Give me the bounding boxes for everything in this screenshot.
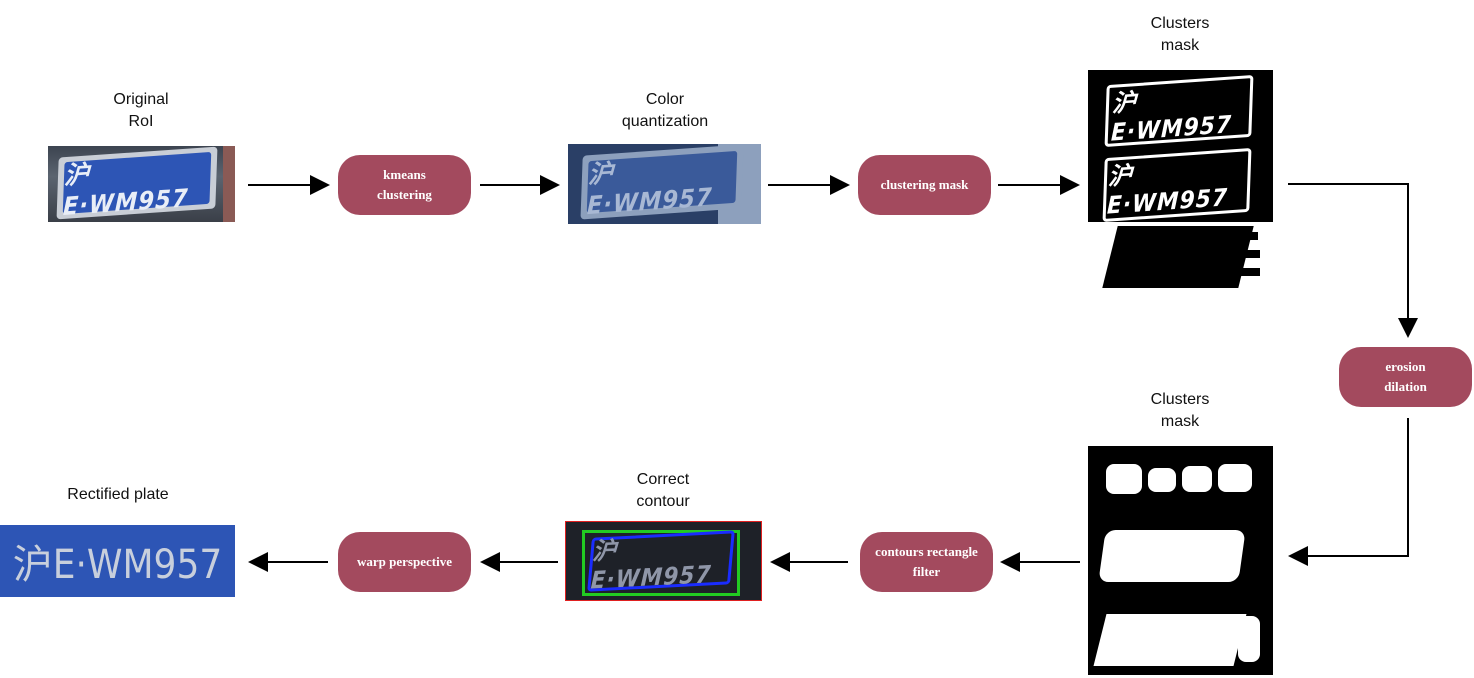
- clusters-mask-top-image: 沪E·WM957 沪E·WM957: [1088, 70, 1273, 299]
- label-color-quantization: Color quantization: [621, 91, 709, 130]
- kmeans-clustering-step: kmeans clustering: [338, 155, 471, 215]
- correct-contour-image: 沪E·WM957: [565, 521, 762, 601]
- warp-perspective-step: warp perspective: [338, 532, 471, 592]
- arrow-left-icon: [1288, 418, 1409, 566]
- original-roi-image: 沪E·WM957: [48, 146, 235, 222]
- label-rectified-plate: Rectified plate: [67, 486, 169, 503]
- clusters-mask-bottom-image: [1088, 446, 1273, 675]
- clustering-mask-step: clustering mask: [858, 155, 991, 215]
- erosion-dilation-step: erosion dilation: [1339, 347, 1472, 407]
- label-correct-contour: Correct contour: [636, 471, 690, 510]
- rectified-plate-image: 沪E·WM957: [0, 525, 235, 597]
- label-clusters-mask-bottom: Clusters mask: [1150, 391, 1210, 430]
- label-clusters-mask-top: Clusters mask: [1150, 15, 1210, 54]
- contours-rectangle-filter-step: contours rectangle filter: [860, 532, 993, 592]
- label-original-roi: Original RoI: [113, 91, 169, 130]
- arrow-down-icon: [1288, 183, 1418, 338]
- color-quantization-image: 沪E·WM957: [568, 144, 761, 224]
